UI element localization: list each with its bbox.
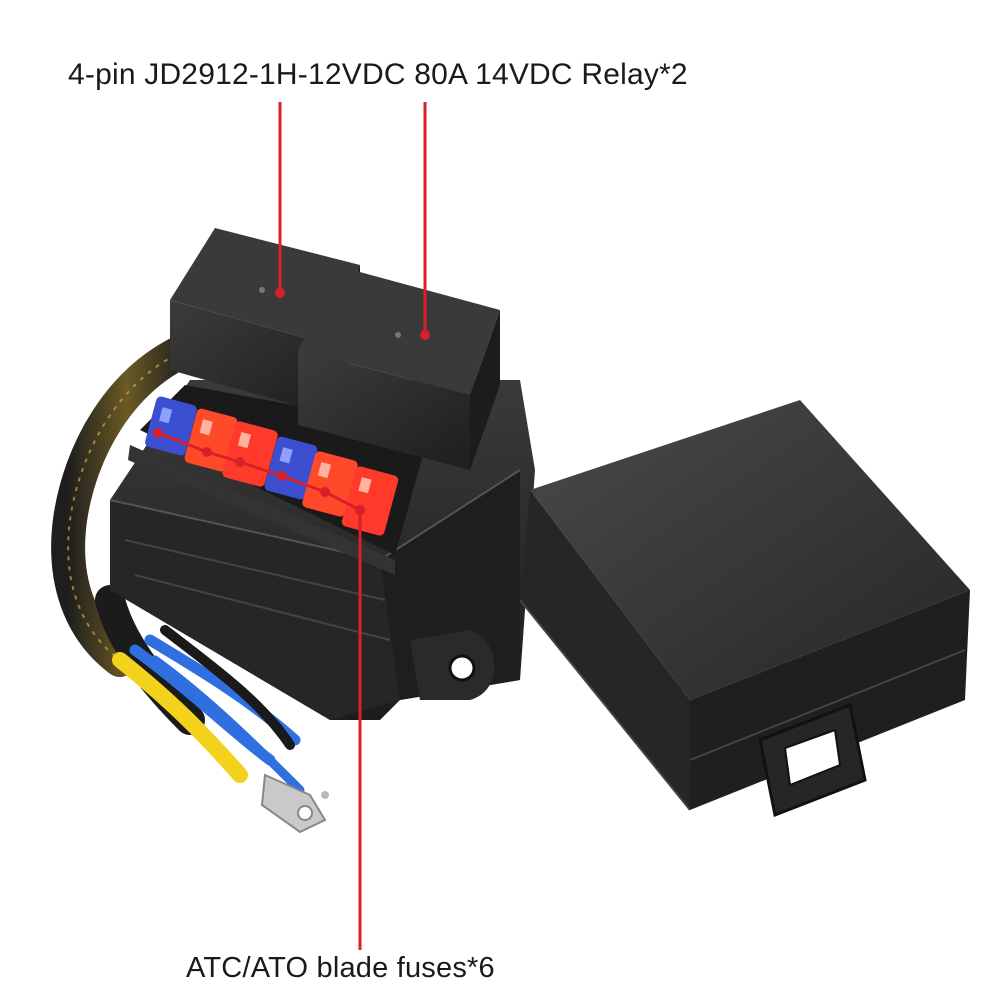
relay-callout-label: 4-pin JD2912-1H-12VDC 80A 14VDC Relay*2 <box>68 58 688 91</box>
fuse-red-4 <box>341 466 399 536</box>
cover-lid <box>519 400 970 818</box>
fuse-blue-1 <box>145 396 197 456</box>
callout-lines <box>153 102 430 950</box>
fuse-callout-label: ATC/ATO blade fuses*6 <box>186 952 495 984</box>
relay-2 <box>298 268 500 470</box>
wire-harness <box>51 333 329 834</box>
